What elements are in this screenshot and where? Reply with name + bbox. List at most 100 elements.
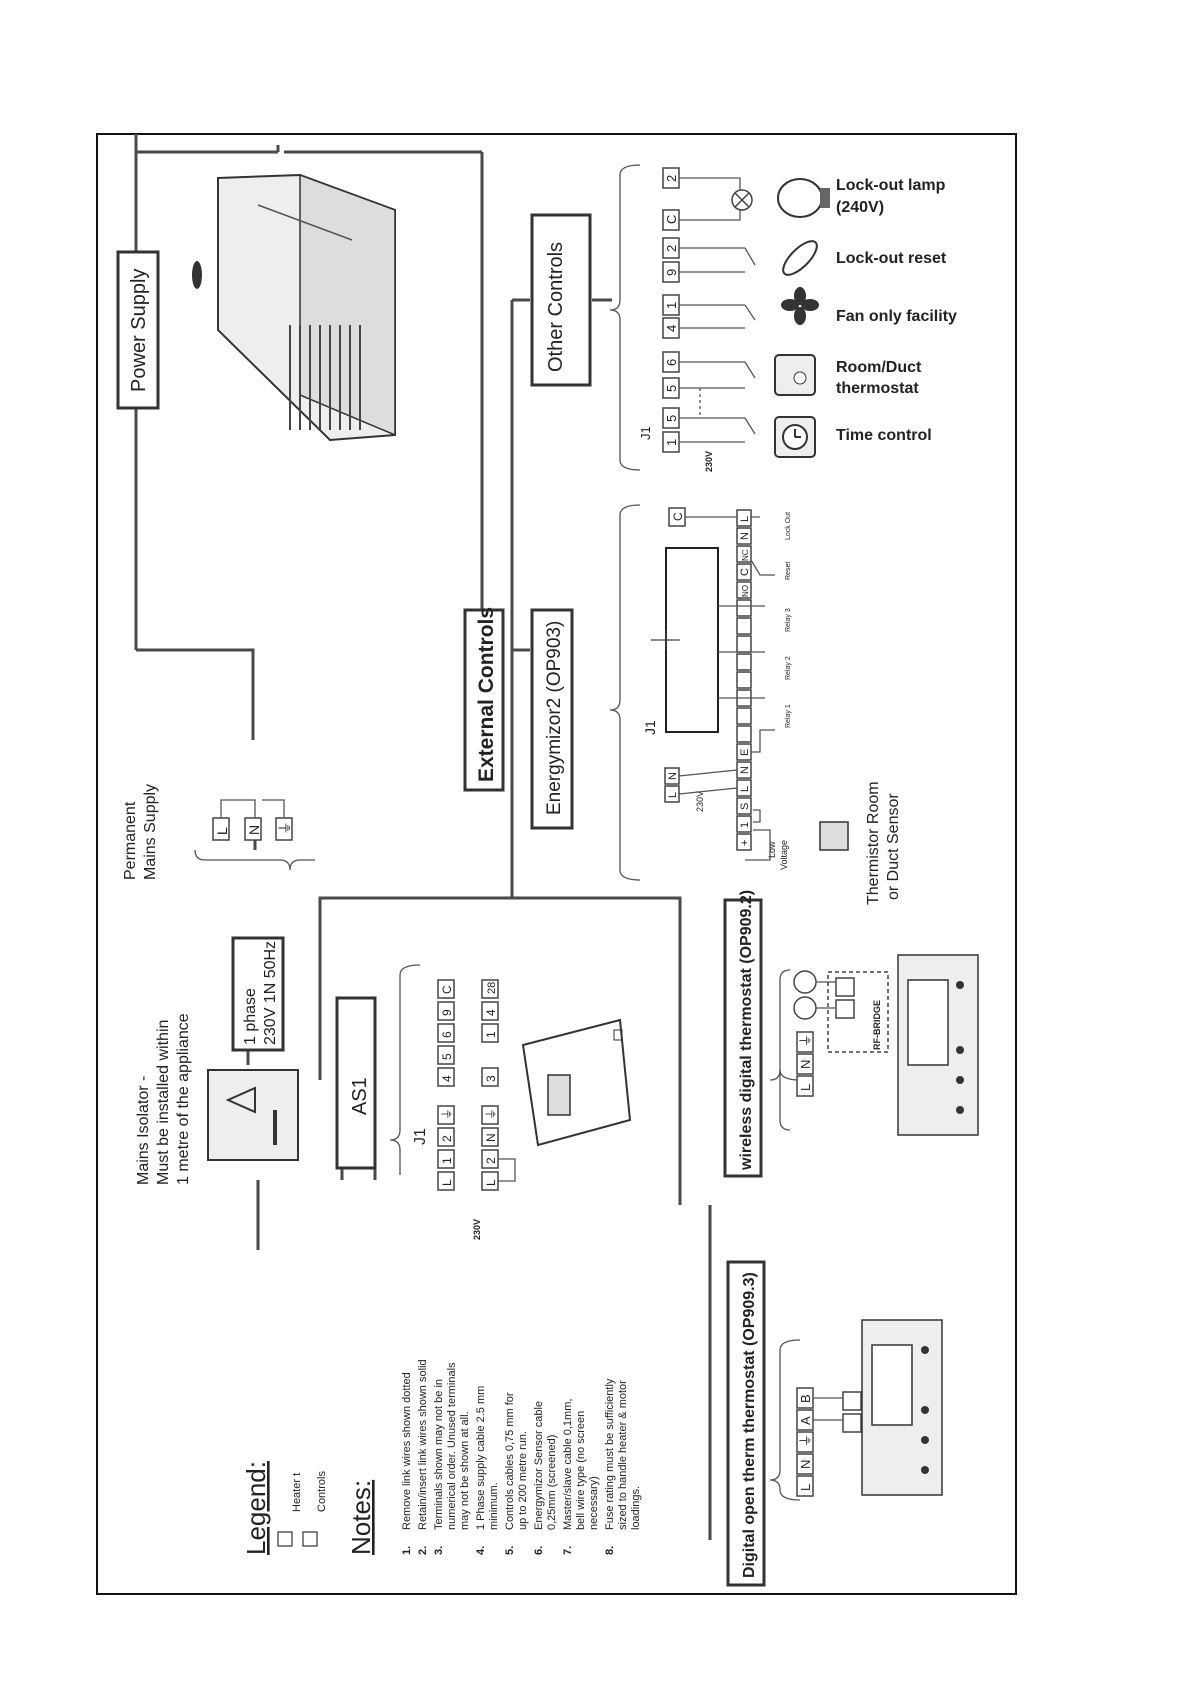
note-line: Energymizor Sensor cable bbox=[533, 1401, 545, 1530]
isolator-line3: 1 metre of the appliance bbox=[175, 1013, 192, 1185]
notes-list: 1.Remove link wires shown dotted2.Retain… bbox=[401, 1359, 642, 1555]
note-number: 7. bbox=[562, 1546, 574, 1555]
relay1-label: Relay 1 bbox=[785, 704, 792, 728]
note-line: loadings. bbox=[630, 1486, 642, 1530]
note-line: Terminals shown may not be in bbox=[433, 1379, 445, 1530]
svg-text:L: L bbox=[667, 792, 679, 798]
svg-text:N: N bbox=[739, 532, 751, 540]
svg-text:L: L bbox=[798, 1484, 813, 1491]
svg-text:L: L bbox=[739, 516, 751, 522]
as1-j1-label: J1 bbox=[412, 1128, 429, 1145]
power-supply-box: Power Supply bbox=[116, 250, 160, 410]
note-line: Fuse rating must be sufficiently bbox=[604, 1378, 616, 1530]
svg-text:6: 6 bbox=[664, 359, 679, 366]
svg-text:5: 5 bbox=[440, 1053, 454, 1060]
mains-supply: L N ⏚ Permanent Mains Supply bbox=[122, 784, 315, 880]
svg-text:N: N bbox=[739, 766, 751, 774]
time-control-label: Time control bbox=[836, 427, 932, 444]
note-number: 1. bbox=[401, 1546, 413, 1555]
svg-text:N: N bbox=[798, 1460, 813, 1469]
open-therm-detail: L N ⏚ A B bbox=[769, 1319, 943, 1501]
open-therm-thermostat-title: Digital open therm thermostat (OP909.3) bbox=[741, 1272, 758, 1578]
svg-text:1: 1 bbox=[484, 1031, 498, 1038]
note-line: Remove link wires shown dotted bbox=[401, 1372, 413, 1530]
svg-text:⏚: ⏚ bbox=[798, 1434, 813, 1447]
note-line: Retain/insert link wires shown solid bbox=[417, 1359, 429, 1530]
relay2-label: Relay 2 bbox=[785, 656, 792, 680]
other-controls-box: Other Controls bbox=[530, 213, 592, 387]
permanent-label: Permanent bbox=[122, 801, 139, 880]
svg-text:4: 4 bbox=[484, 1009, 498, 1016]
svg-text:2: 2 bbox=[664, 245, 679, 252]
room-thermostat-label: Room/Duct bbox=[836, 359, 922, 376]
lockout-label: Lock Out bbox=[785, 512, 792, 540]
svg-text:L: L bbox=[214, 827, 230, 835]
svg-text:⏚: ⏚ bbox=[277, 821, 293, 835]
mains-supply-label: Mains Supply bbox=[142, 784, 159, 880]
note-number: 6. bbox=[533, 1546, 545, 1555]
as1-terminal-row1: L 1 2 ⏚ 4 5 6 9 C bbox=[437, 979, 455, 1191]
diagram-frame bbox=[96, 133, 1017, 1595]
note-line: bell wire type (no screen bbox=[575, 1411, 587, 1530]
note-line: numerical order. Unused terminals bbox=[446, 1362, 458, 1530]
reset-button-icon bbox=[782, 240, 818, 276]
svg-text:C: C bbox=[664, 215, 679, 224]
phase-line1: 1 phase bbox=[242, 988, 259, 1045]
low-voltage-label-1: Low bbox=[767, 841, 777, 858]
isolator-line1: Mains Isolator - bbox=[135, 1076, 152, 1185]
svg-text:C: C bbox=[739, 568, 751, 576]
note-line: Controls cables 0,75 mm for bbox=[504, 1392, 516, 1530]
other-controls-230v-label: 230V bbox=[704, 451, 714, 472]
as1-control-box-icon bbox=[521, 1018, 632, 1147]
thermistor-label-1: Thermistor Room bbox=[865, 781, 882, 905]
svg-text:NO: NO bbox=[741, 585, 750, 597]
rf-bridge-box bbox=[827, 971, 889, 1053]
note-line: minimum. bbox=[488, 1482, 500, 1530]
thermistor-sensor-icon bbox=[819, 821, 849, 851]
as1-label: AS1 bbox=[349, 1077, 371, 1115]
svg-text:C: C bbox=[440, 985, 454, 994]
time-control-icon bbox=[774, 416, 816, 458]
svg-text:1: 1 bbox=[440, 1157, 454, 1164]
thermistor-label-2: or Duct Sensor bbox=[885, 793, 902, 900]
power-supply-label: Power Supply bbox=[128, 269, 150, 392]
svg-text:1: 1 bbox=[664, 302, 679, 309]
other-controls-detail: 2 C 2 9 1 4 6 5 5 1 J1 230V bbox=[609, 164, 957, 472]
isolator-line2: Must be installed within bbox=[155, 1020, 172, 1185]
other-controls-j1-label: J1 bbox=[638, 426, 653, 440]
legend-item-controls: Controls bbox=[316, 1471, 328, 1512]
wireless-thermostat-device-icon bbox=[897, 954, 979, 1136]
lamp-bulb-icon bbox=[777, 178, 830, 218]
note-line: Master/slave cable 0,1mm, bbox=[562, 1399, 574, 1530]
external-controls-box: External Controls bbox=[463, 607, 505, 792]
svg-text:+: + bbox=[739, 840, 751, 846]
lamp-symbol bbox=[731, 189, 753, 211]
rf-bridge-label: RF-BRIDGE bbox=[872, 1000, 882, 1050]
note-line: 0,25mm (screened) bbox=[546, 1435, 558, 1530]
svg-text:L: L bbox=[440, 1179, 454, 1186]
lockout-lamp-sub: (240V) bbox=[836, 199, 884, 216]
lockout-lamp-label: Lock-out lamp bbox=[836, 177, 946, 194]
svg-text:⏚: ⏚ bbox=[484, 1108, 498, 1120]
heater-unit-drawing bbox=[192, 173, 396, 442]
svg-text:N: N bbox=[798, 1060, 813, 1069]
wireless-thermostat-detail: L N ⏚ RF-BRIDGE bbox=[769, 954, 979, 1136]
other-controls-title: Other Controls bbox=[545, 242, 567, 372]
svg-text:6: 6 bbox=[440, 1031, 454, 1038]
note-line: sized to handle heater & motor bbox=[617, 1380, 629, 1530]
as1-box: AS1 J1 L 1 2 ⏚ 4 5 6 9 C L 2 N ⏚ 3 1 4 2… bbox=[335, 964, 632, 1240]
svg-text:A: A bbox=[798, 1416, 813, 1425]
svg-text:5: 5 bbox=[664, 385, 679, 392]
svg-text:L: L bbox=[739, 786, 751, 792]
svg-text:N: N bbox=[246, 825, 262, 835]
as1-terminal-row2: L 2 N ⏚ 3 1 4 28 bbox=[481, 979, 499, 1191]
svg-text:4: 4 bbox=[440, 1075, 454, 1082]
svg-text:S: S bbox=[739, 803, 751, 810]
svg-text:C: C bbox=[671, 512, 685, 521]
svg-text:B: B bbox=[798, 1394, 813, 1403]
lockout-reset-label: Lock-out reset bbox=[836, 250, 947, 267]
room-thermostat-sub: thermostat bbox=[836, 380, 919, 397]
svg-text:N: N bbox=[667, 772, 679, 780]
legend-item-heater: Heater t bbox=[291, 1473, 303, 1512]
